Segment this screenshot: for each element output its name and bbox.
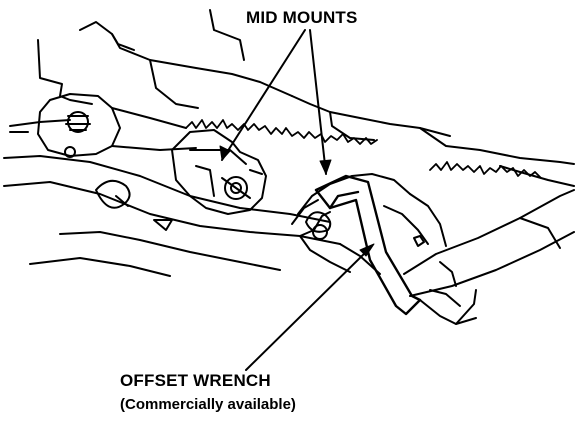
mid-mount-leader-left — [221, 29, 306, 161]
engine-outline — [9, 9, 575, 187]
frame-rail — [403, 189, 575, 325]
arrowhead-right — [319, 159, 332, 175]
arrowhead-wrench — [359, 243, 375, 257]
leader-lines — [221, 29, 369, 371]
left-mount-bracket — [37, 93, 197, 158]
mid-mounts-label: MID MOUNTS — [246, 8, 358, 27]
wrench-leader — [245, 249, 369, 371]
commercially-available-note: (Commercially available) — [120, 396, 296, 413]
mid-mount-right — [291, 173, 447, 247]
subframe — [3, 155, 381, 277]
arrowhead-left — [219, 145, 231, 161]
mid-mount-center — [171, 129, 267, 215]
offset-wrench — [314, 174, 422, 316]
engine-edge — [185, 119, 542, 179]
offset-wrench-label: OFFSET WRENCH — [120, 371, 271, 390]
arrowheads — [219, 145, 375, 257]
mid-mount-leader-right — [309, 29, 327, 175]
